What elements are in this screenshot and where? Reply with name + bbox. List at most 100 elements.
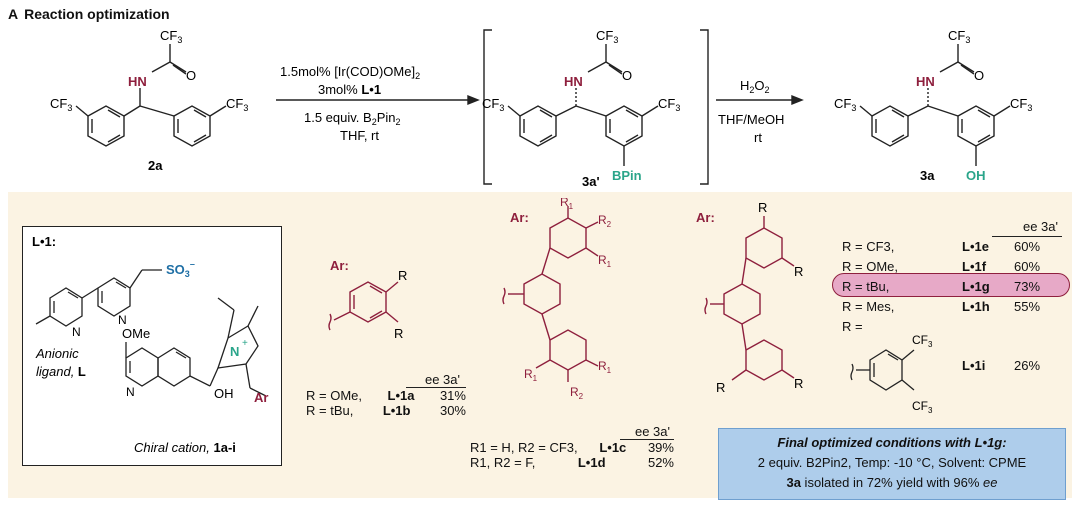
row-lig: L•1f [962, 259, 987, 274]
sm-right-ring [173, 105, 211, 147]
row-r: R1 = H, R2 = CF3, [470, 440, 578, 455]
prod-compound-label: 3a [920, 168, 935, 183]
step1-ligand: 3mol% L•1 [318, 82, 381, 97]
row-ee: 31% [439, 388, 466, 403]
sm-amide-cf3: CF3 [160, 28, 182, 45]
row-lig: L•1g [962, 279, 990, 294]
row-1h: R = Mes, L•1h 55% [842, 297, 1062, 317]
prod-left-ring [871, 105, 909, 147]
r-eh-top: R [758, 200, 767, 215]
best-result-highlight [832, 273, 1070, 297]
int-cf3-right: CF3 [658, 96, 680, 113]
row-r: R = tBu, [306, 403, 354, 418]
row-ee: 60% [1014, 259, 1041, 274]
int-amide-cf3: CF3 [596, 28, 618, 45]
final-ee: ee [983, 475, 998, 490]
row-lig: L•1b [382, 403, 411, 418]
sm-compound-label: 2a [148, 158, 163, 173]
row-r: R = [842, 319, 863, 334]
step1-solvent: THF, rt [340, 128, 379, 143]
so3-label: SO3– [166, 259, 195, 279]
reaction-scheme: CF3 CF3 HN O CF3 2a 1.5mol% [Ir(COD)OMe]… [50, 28, 1032, 189]
row-lig: L•1a [387, 388, 415, 403]
row-1c: R1 = H, R2 = CF3, L•1c 39% [470, 440, 674, 455]
final-conditions-box: Final optimized conditions with L•1g: 2 … [718, 428, 1066, 500]
table-ei: ee 3a' R = CF3, L•1e 60% R = OMe, L•1f 60% R… [842, 218, 1062, 337]
r-label-bottom: R [394, 326, 403, 341]
row-ee: 30% [439, 403, 466, 418]
ee-header-cd: ee 3a' [620, 424, 674, 440]
row-r: R = Mes, [842, 299, 895, 314]
final-yield: isolated in 72% yield with 96% [800, 475, 984, 490]
ligand-structure-box [22, 226, 282, 466]
step2-temp: rt [754, 130, 762, 145]
r-eh-bottom-left: R [716, 380, 725, 395]
sm-cf3-right: CF3 [226, 96, 248, 113]
ee-header-ab: ee 3a' [406, 372, 466, 388]
row-ee: 55% [1014, 299, 1041, 314]
anionic-ligand-line2: ligand, L [36, 364, 86, 379]
sm-ch-bond-left [123, 105, 141, 117]
aryl-cf3-bottom: CF3 [912, 399, 933, 415]
table-cd: ee 3a' R1 = H, R2 = CF3, L•1c 39% R1, R2 =… [470, 424, 674, 470]
terphenyl-r2-top: R2 [598, 213, 612, 229]
row-r: R = tBu, [842, 279, 890, 294]
int-left-ring [519, 105, 557, 147]
ome-label: OMe [122, 326, 150, 341]
quinoline-n: N [126, 385, 135, 399]
ammonium-charge: + [242, 338, 248, 349]
final-line-3: 3a isolated in 72% yield with 96% ee [719, 473, 1065, 493]
prod-right-ring [957, 105, 995, 147]
step1-boron: 1.5 equiv. B2Pin2 [304, 110, 401, 127]
ar-label-a: Ar: [330, 258, 349, 273]
final-line-2: 2 equiv. B2Pin2, Temp: -10 °C, Solvent: … [757, 455, 1027, 470]
pyridine-n-1: N [72, 325, 81, 339]
sm-o-label: O [186, 68, 196, 83]
bracket-right [700, 29, 709, 185]
terphenyl-r1-top: R1 [560, 198, 574, 211]
step2-oxidant: H2O2 [740, 78, 770, 95]
int-right-ring [605, 105, 643, 147]
prod-amide-cf3: CF3 [948, 28, 970, 45]
row-1i: L•1i 26% [962, 358, 1040, 373]
row-r: R = CF3, [842, 239, 895, 254]
bis-cf3-aryl: CF3 CF3 [850, 333, 933, 415]
step1-catalyst: 1.5mol% [Ir(COD)OMe]2 [280, 64, 420, 81]
ar-simple-aryl: Ar: R R [328, 258, 407, 341]
int-nh-label: HN [564, 74, 583, 89]
bracket-left [483, 29, 492, 185]
anionic-ligand-line1: Anionic [35, 346, 79, 361]
r-eh-bottom-right: R [794, 376, 803, 391]
final-compound: 3a [786, 475, 801, 490]
row-ee: 26% [1014, 358, 1041, 373]
row-r: R = OMe, [842, 259, 898, 274]
ar-label: Ar [254, 390, 268, 405]
sm-left-ring [87, 105, 125, 147]
row-lig: L•1h [962, 299, 990, 314]
int-compound-label: 3a' [582, 174, 600, 189]
terphenyl-r1-bottom: R1 [598, 359, 612, 375]
prod-cf3-left: CF3 [834, 96, 856, 113]
row-1f: R = OMe, L•1f 60% [842, 257, 1062, 277]
pyridine-n-2: N [118, 313, 127, 327]
row-lig: L•1c [599, 440, 627, 455]
aryl-cf3-top: CF3 [912, 333, 933, 349]
row-1b: R = tBu, L•1b 30% [306, 403, 466, 418]
row-lig: L•1i [962, 358, 986, 373]
sm-cf3-left: CF3 [50, 96, 72, 113]
ar-label-c: Ar: [696, 210, 715, 225]
row-lig: L•1e [962, 239, 989, 254]
ee-header-ei: ee 3a' [992, 218, 1062, 237]
ar-label-b: Ar: [510, 210, 529, 225]
int-o-label: O [622, 68, 632, 83]
sm-left-cf3-bond [75, 105, 89, 117]
sm-nh-label: HN [128, 74, 147, 89]
panel-letter: A [8, 6, 19, 22]
row-ee: 39% [647, 440, 674, 455]
ligand-drawing: L•1: SO3– N N Anionic ligand, L OMe N OH… [32, 234, 268, 455]
ligand-box-title: L•1: [32, 234, 56, 249]
